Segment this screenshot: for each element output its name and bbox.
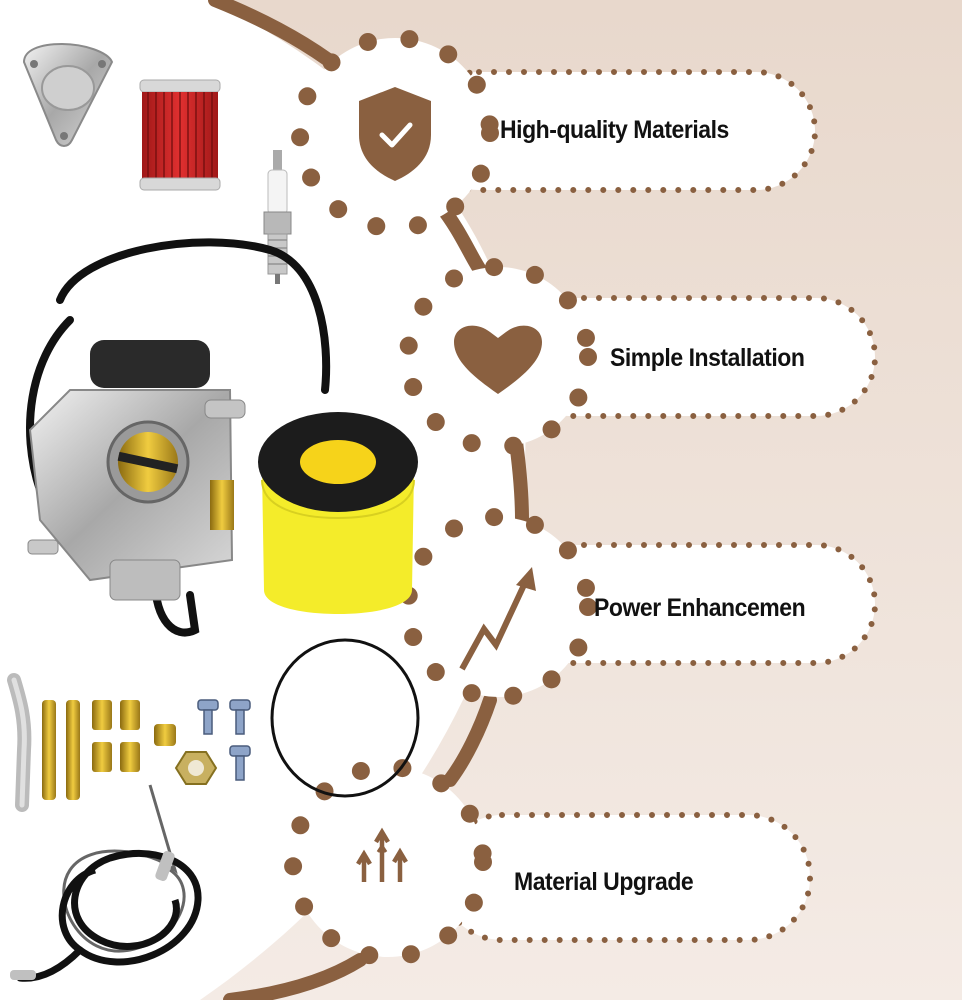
background-panel [200, 0, 962, 1000]
connector-curve [223, 953, 367, 1000]
shield-check-icon [359, 87, 431, 181]
feature-circle-3 [399, 508, 597, 706]
connector-curve [443, 693, 497, 787]
jets-kit [7, 673, 251, 812]
feature-label-1: High-quality Materials [500, 116, 729, 144]
feature-pill-1 [417, 69, 818, 193]
trend-up-arrow-icon [459, 567, 536, 671]
upgrade-arrows-icon [356, 827, 408, 882]
feature-pill-2 [507, 295, 878, 419]
feature-label-3: Power Enhancemen [594, 594, 806, 622]
heat-shield-plate [22, 42, 114, 147]
feature-label-4: Material Upgrade [514, 868, 694, 896]
o-ring-gasket [270, 638, 420, 798]
feature-circle-4 [284, 758, 492, 966]
carburetor [26, 238, 331, 637]
spark-plug [263, 150, 292, 284]
feature-pill-3 [507, 542, 878, 666]
feature-pill-4 [437, 812, 813, 943]
feature-label-2: Simple Installation [610, 344, 805, 372]
throttle-cable [10, 784, 202, 982]
air-filter [258, 412, 418, 614]
heart-icon [454, 325, 542, 394]
oil-filter [139, 79, 221, 191]
